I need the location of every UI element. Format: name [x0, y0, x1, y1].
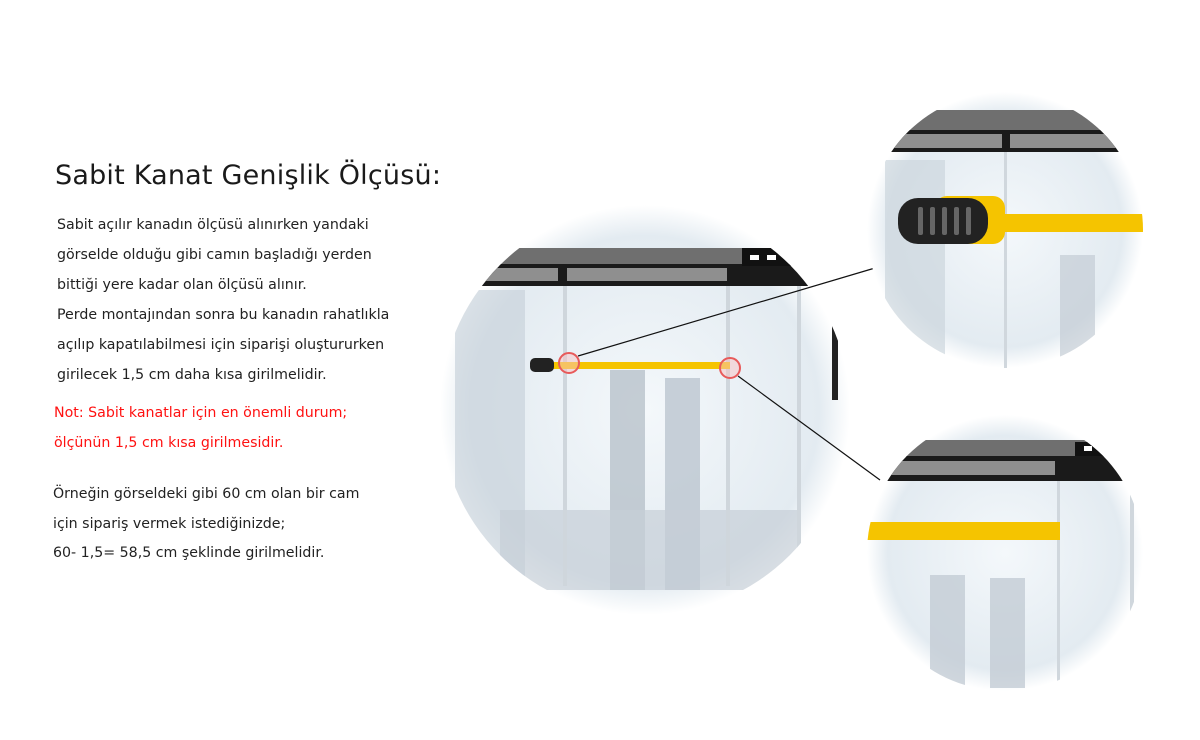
text-line: açılıp kapatılabilmesi için siparişi olu…	[57, 337, 385, 353]
zoom-tape-end	[867, 415, 1143, 691]
example-line: Örneğin görseldeki gibi 60 cm olan bir c…	[53, 486, 360, 502]
example-line: için sipariş vermek istediğinizde;	[53, 515, 286, 532]
start-marker	[558, 352, 580, 374]
note-line: ölçünün 1,5 cm kısa girilmesidir.	[54, 435, 284, 451]
page-title: Sabit Kanat Genişlik Ölçüsü:	[55, 160, 442, 191]
note-line: Not: Sabit kanatlar için en önemli durum…	[54, 405, 348, 421]
connector-line	[577, 267, 876, 357]
note-paragraph: Not: Sabit kanatlar için en önemli durum…	[54, 398, 347, 458]
connector-line	[737, 375, 881, 481]
example-line: 60- 1,5= 58,5 cm şeklinde girilmelidir.	[53, 545, 325, 561]
text-line: girilecek 1,5 cm daha kısa girilmelidir.	[57, 367, 327, 383]
window-closeup-main	[440, 205, 850, 615]
end-marker	[719, 357, 741, 379]
description-paragraph: Sabit açılır kanadın ölçüsü alınırken ya…	[57, 210, 389, 390]
example-paragraph: Örneğin görseldeki gibi 60 cm olan bir c…	[53, 480, 359, 569]
text-line: Perde montajından sonra bu kanadın rahat…	[57, 307, 390, 323]
zoom-tape-start	[867, 92, 1143, 368]
text-line: bittiği yere kadar olan ölçüsü alınır.	[57, 277, 307, 293]
text-line: görselde olduğu gibi camın başladığı yer…	[57, 247, 372, 263]
text-line: Sabit açılır kanadın ölçüsü alınırken ya…	[57, 217, 369, 233]
